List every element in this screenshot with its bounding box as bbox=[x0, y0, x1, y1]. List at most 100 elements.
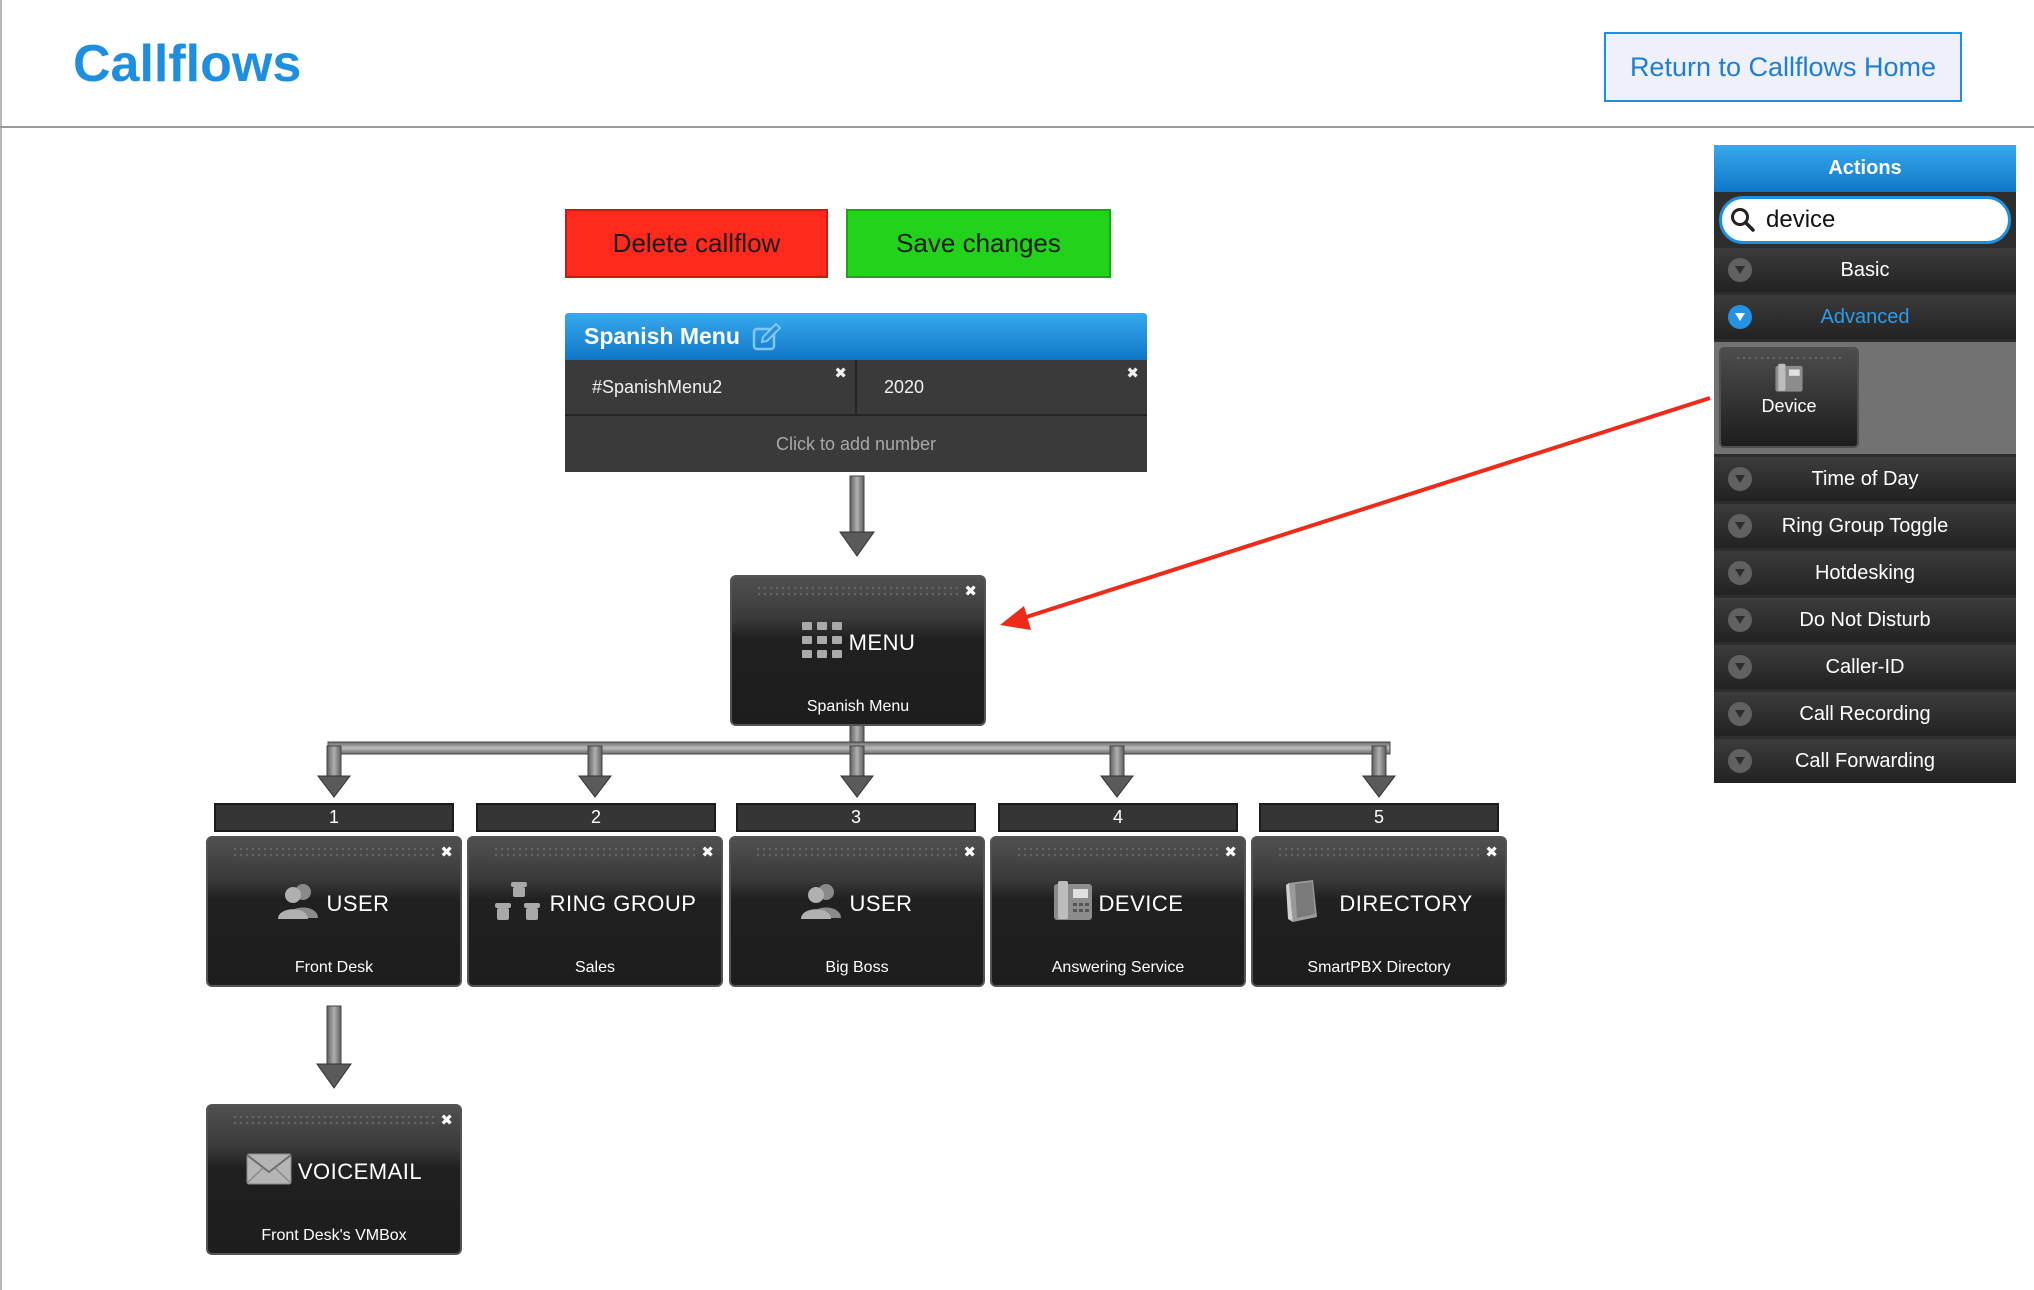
arrow-to-menu bbox=[839, 475, 875, 557]
remove-node-icon[interactable]: ✖ bbox=[440, 844, 453, 861]
actions-search-input[interactable] bbox=[1766, 206, 1986, 234]
callflow-number-value: 2020 bbox=[884, 376, 925, 397]
device-node[interactable]: ✖ DEVICE Answering Service bbox=[990, 836, 1246, 987]
remove-node-icon[interactable]: ✖ bbox=[701, 844, 714, 861]
remove-node-icon[interactable]: ✖ bbox=[1224, 844, 1237, 861]
branch-arrow-4 bbox=[1099, 745, 1135, 798]
chevron-down-icon bbox=[1728, 561, 1752, 585]
option-key-tab[interactable]: 4 bbox=[998, 803, 1238, 832]
remove-number-icon[interactable]: ✖ bbox=[1126, 365, 1139, 382]
callflow-name: Spanish Menu bbox=[584, 323, 740, 349]
branch-arrow-2 bbox=[577, 745, 613, 798]
node-type: MENU bbox=[848, 630, 916, 655]
option-key-tab[interactable]: 1 bbox=[214, 803, 454, 832]
remove-node-icon[interactable]: ✖ bbox=[1485, 844, 1498, 861]
keypad-icon bbox=[801, 621, 843, 665]
node-label: Sales bbox=[574, 959, 616, 976]
section-label: Caller-ID bbox=[1825, 655, 1905, 678]
section-label: Time of Day bbox=[1811, 467, 1919, 490]
option-key-tab[interactable]: 2 bbox=[476, 803, 716, 832]
chevron-down-icon bbox=[1728, 655, 1752, 679]
drag-grip[interactable] bbox=[1735, 355, 1843, 363]
node-type: USER bbox=[849, 891, 913, 916]
node-type: RING GROUP bbox=[549, 891, 697, 916]
envelope-icon bbox=[246, 1153, 292, 1191]
delete-callflow-button[interactable]: Delete callflow bbox=[565, 209, 828, 278]
arrow-to-voicemail bbox=[316, 1005, 352, 1089]
remove-node-icon[interactable]: ✖ bbox=[964, 583, 977, 600]
branch-arrow-5 bbox=[1361, 745, 1397, 798]
branch-arrow-3 bbox=[839, 745, 875, 798]
drag-grip[interactable] bbox=[232, 846, 436, 858]
user-icon bbox=[278, 882, 320, 926]
page-title: Callflows bbox=[73, 35, 302, 93]
menu-node[interactable]: ✖ MENU Spanish Menu bbox=[730, 575, 986, 726]
section-caller-id[interactable]: Caller-ID bbox=[1714, 645, 2016, 689]
section-basic[interactable]: Basic bbox=[1714, 248, 2016, 292]
return-home-button[interactable]: Return to Callflows Home bbox=[1604, 32, 1962, 102]
callflow-name-bar: Spanish Menu bbox=[565, 313, 1147, 360]
node-type: DIRECTORY bbox=[1339, 891, 1473, 916]
drag-grip[interactable] bbox=[493, 846, 697, 858]
option-key-tab[interactable]: 3 bbox=[736, 803, 976, 832]
user-icon bbox=[801, 882, 843, 926]
callflow-number[interactable]: 2020 ✖ bbox=[855, 360, 1147, 414]
callflow-numbers: #SpanishMenu2 ✖ 2020 ✖ bbox=[565, 360, 1147, 416]
voicemail-node[interactable]: ✖ VOICEMAIL Front Desk's VMBox bbox=[206, 1104, 462, 1255]
actions-panel: Actions Basic Advanced bbox=[1714, 145, 2016, 783]
chevron-down-icon bbox=[1728, 258, 1752, 282]
section-ring-group-toggle[interactable]: Ring Group Toggle bbox=[1714, 504, 2016, 548]
device-action-tile[interactable]: Device bbox=[1719, 347, 1859, 448]
drag-grip[interactable] bbox=[756, 585, 960, 597]
section-hotdesking[interactable]: Hotdesking bbox=[1714, 551, 2016, 595]
chevron-down-icon bbox=[1728, 514, 1752, 538]
node-label: Front Desk bbox=[294, 959, 374, 976]
edit-icon[interactable] bbox=[752, 322, 782, 351]
chevron-down-icon bbox=[1728, 608, 1752, 632]
user-node[interactable]: ✖ USER Front Desk bbox=[206, 836, 462, 987]
option-key-tab[interactable]: 5 bbox=[1259, 803, 1499, 832]
drag-grip[interactable] bbox=[232, 1114, 436, 1126]
node-label: Front Desk's VMBox bbox=[261, 1227, 407, 1244]
node-label: SmartPBX Directory bbox=[1307, 959, 1451, 976]
section-call-recording[interactable]: Call Recording bbox=[1714, 692, 2016, 736]
page-header: Callflows Return to Callflows Home bbox=[0, 0, 2034, 128]
actions-panel-title: Actions bbox=[1714, 145, 2016, 192]
callflow-number-value: #SpanishMenu2 bbox=[592, 376, 723, 397]
section-call-forwarding[interactable]: Call Forwarding bbox=[1714, 739, 2016, 783]
advanced-results: Device bbox=[1714, 342, 2016, 454]
section-advanced[interactable]: Advanced bbox=[1714, 295, 2016, 339]
menu-branch-bar bbox=[327, 721, 1391, 755]
remove-node-icon[interactable]: ✖ bbox=[440, 1112, 453, 1129]
node-label: Big Boss bbox=[825, 959, 889, 976]
chevron-down-icon bbox=[1728, 305, 1752, 329]
drag-grip[interactable] bbox=[1016, 846, 1220, 858]
search-icon bbox=[1730, 207, 1756, 233]
chevron-down-icon bbox=[1728, 702, 1752, 726]
ring-group-node[interactable]: ✖ RING GROUP Sales bbox=[467, 836, 723, 987]
ring-group-icon bbox=[494, 881, 544, 927]
section-label: Basic bbox=[1840, 258, 1890, 281]
section-label: Ring Group Toggle bbox=[1781, 514, 1949, 537]
remove-number-icon[interactable]: ✖ bbox=[834, 365, 847, 382]
node-label: Answering Service bbox=[1051, 959, 1185, 976]
chevron-down-icon bbox=[1728, 467, 1752, 491]
chevron-down-icon bbox=[1728, 749, 1752, 773]
add-number-button[interactable]: Click to add number bbox=[775, 433, 937, 454]
section-label: Call Recording bbox=[1799, 702, 1931, 725]
node-label: Spanish Menu bbox=[806, 698, 910, 715]
user-node[interactable]: ✖ USER Big Boss bbox=[729, 836, 985, 987]
directory-node[interactable]: ✖ DIRECTORY SmartPBX Directory bbox=[1251, 836, 1507, 987]
section-time-of-day[interactable]: Time of Day bbox=[1714, 457, 2016, 501]
actions-search[interactable] bbox=[1719, 196, 2011, 244]
drag-grip[interactable] bbox=[1277, 846, 1481, 858]
section-label: Call Forwarding bbox=[1794, 749, 1936, 772]
section-do-not-disturb[interactable]: Do Not Disturb bbox=[1714, 598, 2016, 642]
directory-icon bbox=[1285, 879, 1319, 929]
section-label: Hotdesking bbox=[1814, 561, 1916, 584]
drag-grip[interactable] bbox=[755, 846, 959, 858]
section-label: Do Not Disturb bbox=[1799, 608, 1931, 631]
save-changes-button[interactable]: Save changes bbox=[846, 209, 1111, 278]
callflow-number[interactable]: #SpanishMenu2 ✖ bbox=[565, 360, 855, 414]
remove-node-icon[interactable]: ✖ bbox=[963, 844, 976, 861]
